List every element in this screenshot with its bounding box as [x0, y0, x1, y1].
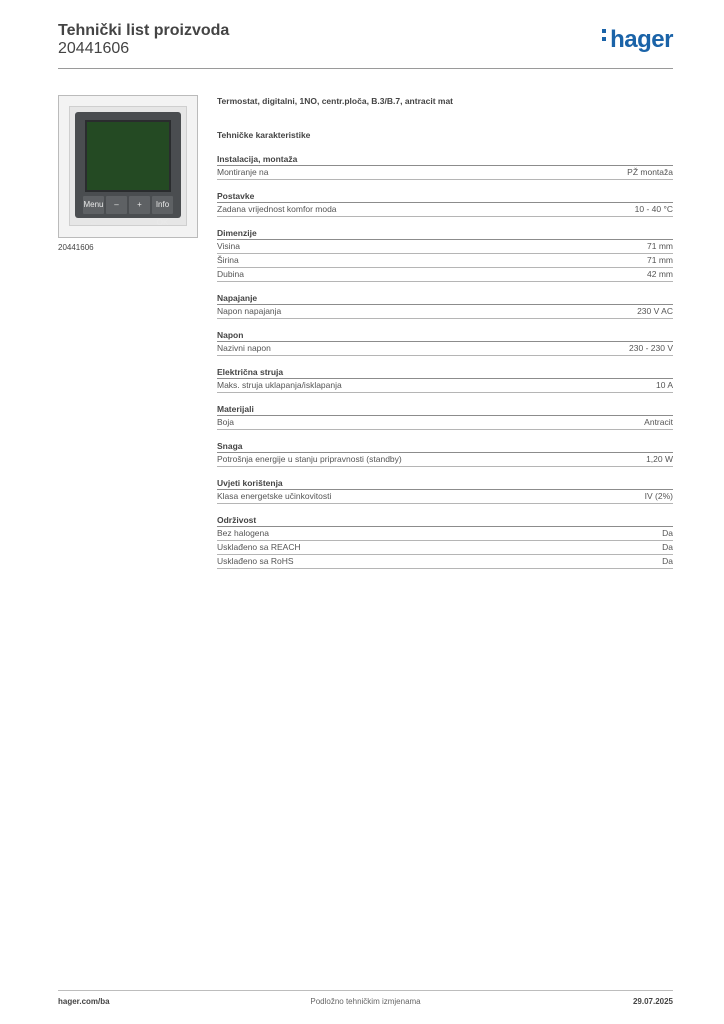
page-header: Tehnički list proizvoda 20441606 hager [58, 22, 673, 68]
spec-label: Klasa energetske učinkovitosti [217, 491, 332, 501]
spec-group-title: Materijali [217, 403, 673, 416]
spec-row: Potrošnja energije u stanju pripravnosti… [217, 453, 673, 467]
spec-row: Boja Antracit [217, 416, 673, 430]
spec-label: Usklađeno sa REACH [217, 542, 301, 552]
thermostat-display [85, 120, 171, 192]
spec-group-title: Električna struja [217, 366, 673, 379]
section-heading: Tehničke karakteristike [217, 130, 311, 140]
spec-label: Maks. struja uklapanja/isklapanja [217, 380, 342, 390]
spec-row: Usklađeno sa REACH Da [217, 541, 673, 555]
thermostat-minus-button: – [106, 196, 127, 214]
spec-row: Nazivni napon 230 - 230 V [217, 342, 673, 356]
document-title: Tehnički list proizvoda [58, 22, 230, 39]
spec-label: Bez halogena [217, 528, 269, 538]
document-number: 20441606 [58, 40, 130, 57]
spec-group-title: Instalacija, montaža [217, 153, 673, 166]
spec-label: Boja [217, 417, 235, 427]
logo-text: hager [610, 26, 673, 53]
thermostat-buttons: Menu ← – + Info OK [83, 196, 173, 227]
spec-row: Usklađeno sa RoHS Da [217, 555, 673, 569]
product-name: Termostat, digitalni, 1NO, centr.ploča, … [217, 96, 454, 106]
hager-logo: hager [602, 26, 673, 54]
spec-group-title: Snaga [217, 440, 673, 453]
spec-label: Nazivni napon [217, 343, 271, 353]
thermostat-plus-button: + [129, 196, 150, 214]
footer-note: Podložno tehničkim izmjenama [310, 997, 421, 1006]
spec-group-title: Dimenzije [217, 227, 673, 240]
spec-row: Zadana vrijednost komfor moda 10 - 40 °C [217, 203, 673, 217]
spec-value: 42 mm [647, 269, 673, 279]
spec-row: Širina 71 mm [217, 254, 673, 268]
spec-value: 71 mm [647, 255, 673, 265]
spec-row: Montiranje na PŽ montaža [217, 166, 673, 180]
logo-dots-icon [602, 25, 608, 45]
image-caption: 20441606 [58, 243, 94, 252]
spec-value: Da [662, 542, 673, 552]
spec-group-title: Postavke [217, 190, 673, 203]
spec-row: Maks. struja uklapanja/isklapanja 10 A [217, 379, 673, 393]
thermostat-body: Menu ← – + Info OK [75, 112, 181, 227]
spec-value: 230 V AC [637, 306, 673, 316]
spec-group-title: Održivost [217, 514, 673, 527]
spec-label: Potrošnja energije u stanju pripravnosti… [217, 454, 402, 464]
spec-value: Da [662, 528, 673, 538]
spec-label: Visina [217, 241, 240, 251]
footer-website: hager.com/ba [58, 997, 110, 1006]
spec-content: Termostat, digitalni, 1NO, centr.ploča, … [217, 95, 673, 569]
spec-group-title: Napajanje [217, 292, 673, 305]
thermostat-menu-button: Menu ← [83, 196, 104, 227]
spec-value: PŽ montaža [627, 167, 673, 177]
spec-label: Zadana vrijednost komfor moda [217, 204, 337, 214]
spec-group-title: Uvjeti korištenja [217, 477, 673, 490]
spec-row: Napon napajanja 230 V AC [217, 305, 673, 319]
spec-label: Dubina [217, 269, 244, 279]
spec-value: 10 - 40 °C [634, 204, 673, 214]
spec-label: Napon napajanja [217, 306, 282, 316]
spec-value: 71 mm [647, 241, 673, 251]
spec-value: 1,20 W [646, 454, 673, 464]
spec-row: Klasa energetske učinkovitosti IV (2%) [217, 490, 673, 504]
spec-value: 10 A [655, 380, 673, 390]
product-image: Menu ← – + Info OK [58, 95, 198, 238]
header-divider [58, 68, 673, 69]
spec-label: Montiranje na [217, 167, 269, 177]
spec-value: IV (2%) [644, 491, 673, 501]
spec-value: 230 - 230 V [629, 343, 673, 353]
spec-label: Širina [217, 255, 239, 265]
spec-value: Antracit [644, 417, 673, 427]
spec-value: Da [662, 556, 673, 566]
footer-divider [58, 990, 673, 991]
spec-row: Visina 71 mm [217, 240, 673, 254]
spec-row: Dubina 42 mm [217, 268, 673, 282]
spec-group-title: Napon [217, 329, 673, 342]
spec-row: Bez halogena Da [217, 527, 673, 541]
footer-date: 29.07.2025 [632, 997, 673, 1006]
spec-label: Usklađeno sa RoHS [217, 556, 294, 566]
thermostat-ok-button: Info OK [152, 196, 173, 227]
